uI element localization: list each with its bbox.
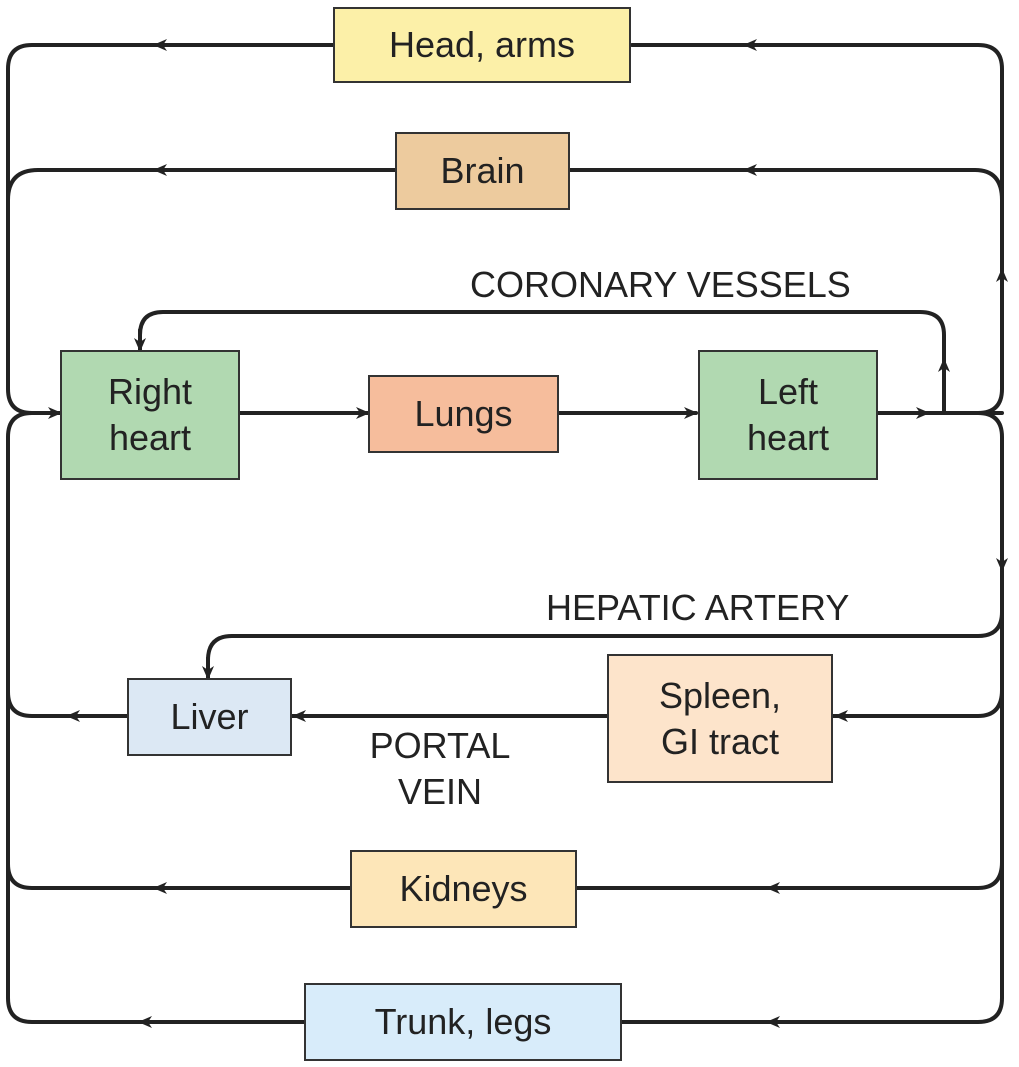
coronary-vessel (138, 310, 946, 415)
brain-vein (6, 168, 397, 202)
kidney-vein (6, 862, 352, 890)
right-heart-box: Right heart (60, 350, 240, 480)
brain-box: Brain (395, 132, 570, 210)
lower-venous-trunk (6, 411, 307, 1024)
kidneys-box: Kidneys (350, 850, 577, 928)
head-arms-vein (6, 43, 335, 415)
ascending-aorta (630, 43, 1004, 415)
left-heart-box: Left heart (698, 350, 878, 480)
descending-aorta (620, 411, 1004, 1024)
spleen-gi-tract-box: Spleen, GI tract (607, 654, 833, 783)
hepatic-artery-label: HEPATIC ARTERY (546, 587, 850, 628)
trunk-legs-box: Trunk, legs (304, 983, 622, 1061)
lungs-box: Lungs (368, 375, 559, 453)
liver-vein (6, 690, 130, 718)
brain-artery (568, 168, 1004, 202)
spleen-gi-artery (831, 688, 1004, 718)
head-arms-box: Head, arms (333, 7, 631, 83)
hepatic-artery (206, 610, 1004, 678)
liver-box: Liver (127, 678, 292, 756)
coronary-vessels-label: CORONARY VESSELS (470, 264, 851, 305)
portal-vein-label: PORTAL VEIN (369, 725, 511, 812)
kidney-artery (575, 860, 1004, 890)
